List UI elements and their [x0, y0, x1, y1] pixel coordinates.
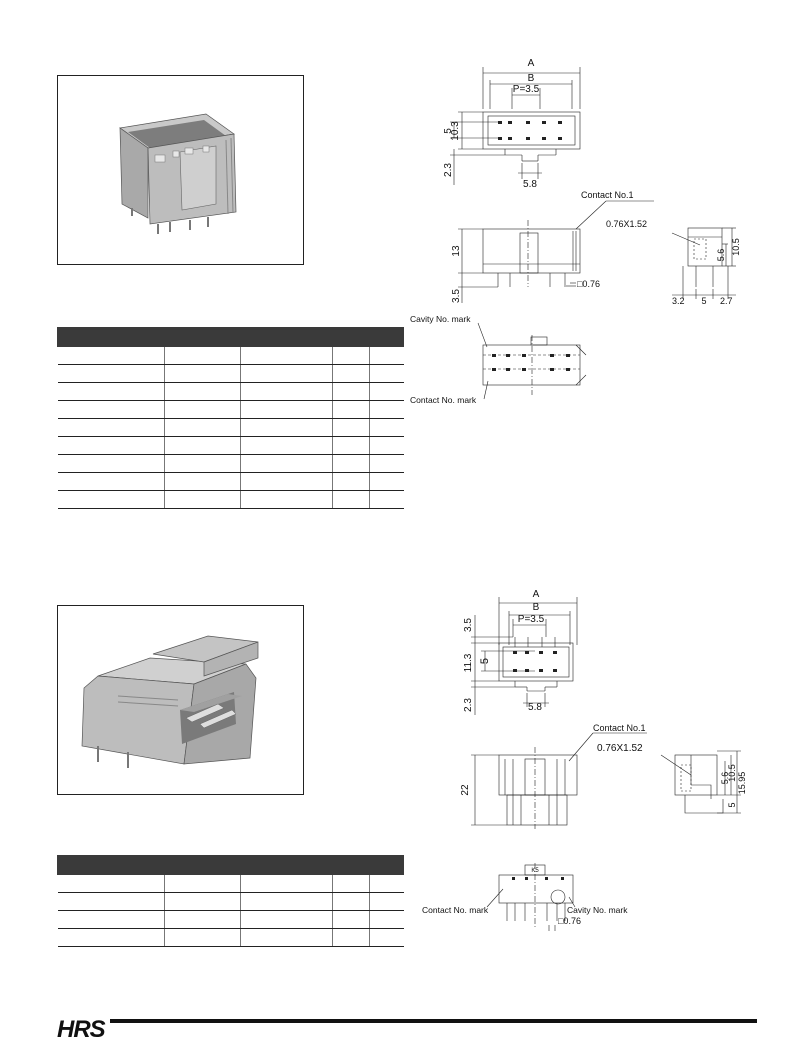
height-label: 10.3: [450, 121, 461, 141]
spec-table-1: [57, 327, 404, 509]
hrs-logo: HRS: [57, 1016, 106, 1043]
row-spacing-label: 5: [443, 128, 454, 134]
top-offset-label: 3.5: [463, 618, 474, 632]
table-row: [57, 928, 404, 947]
side-w2-label: 5: [701, 296, 706, 306]
side-h3-label: 15.95: [737, 772, 747, 795]
pin-square-label: □0.76: [577, 279, 600, 289]
key-width-label: 5.8: [523, 179, 537, 190]
table-row: [57, 418, 404, 437]
pin-square-label: □0.76: [558, 916, 581, 926]
footer-rule: [110, 1019, 757, 1023]
table-row: [57, 382, 404, 401]
technical-drawing-right-angle: A B 3.5 P=3.5 11.3 5 2.3 5.8 Contact No.…: [422, 589, 747, 931]
pin-size-label: 0.76X1.52: [597, 743, 643, 754]
pin-size-label: 0.76X1.52: [606, 219, 647, 229]
offset-label: 2.3: [463, 698, 474, 712]
contact-mark-label: Contact No. mark: [422, 905, 489, 915]
table-row: [57, 454, 404, 473]
dim-b-label: B: [528, 73, 535, 84]
contact-mark-label: Contact No. mark: [410, 395, 477, 405]
side-h1-label: 5.6: [716, 249, 726, 262]
side-h4-label: 5: [727, 802, 737, 807]
table-header-row: [57, 327, 404, 347]
pin-length-label: 3.5: [451, 289, 462, 303]
cavity-mark-label: Cavity No. mark: [410, 314, 471, 324]
table-header-row: [57, 855, 404, 875]
key-width-label: 5.8: [528, 702, 542, 713]
technical-drawing-straight: A B P=3.5 10.3 5 2.3 5.8 Contact No.1 0.…: [410, 58, 741, 405]
dim-b-label: B: [533, 602, 540, 613]
offset-label: 2.3: [443, 163, 454, 177]
table-row: [57, 364, 404, 383]
table-row: [57, 472, 404, 491]
product-photo-right-angle: [57, 605, 304, 795]
table-row: [57, 874, 404, 893]
row-spacing-label: 5: [479, 658, 491, 664]
front-height-label: 13: [451, 245, 462, 257]
table-row: [57, 892, 404, 911]
product-photo-straight: [57, 75, 304, 265]
table-row: [57, 436, 404, 455]
side-w3-label: 2.7: [720, 296, 733, 306]
table-row: [57, 910, 404, 929]
pitch-label: P=3.5: [518, 614, 545, 625]
cavity-mark-label: Cavity No. mark: [567, 905, 628, 915]
key-mark-label: K5: [531, 868, 539, 874]
dim-a-label: A: [533, 589, 540, 600]
table-row: [57, 400, 404, 419]
side-h2-label: 10.5: [727, 764, 737, 782]
spec-table-2: [57, 855, 404, 947]
pitch-label: P=3.5: [513, 84, 540, 95]
contact-no1-label: Contact No.1: [581, 190, 634, 200]
side-h2-label: 10.5: [731, 238, 741, 256]
height-label: 11.3: [463, 653, 474, 672]
table-row: [57, 346, 404, 365]
side-h1-label: 5.6: [720, 772, 730, 785]
table-row: [57, 490, 404, 509]
front-height-label: 22: [460, 784, 471, 796]
contact-no1-label: Contact No.1: [593, 723, 646, 733]
dim-a-label: A: [528, 58, 535, 69]
side-w1-label: 3.2: [672, 296, 685, 306]
